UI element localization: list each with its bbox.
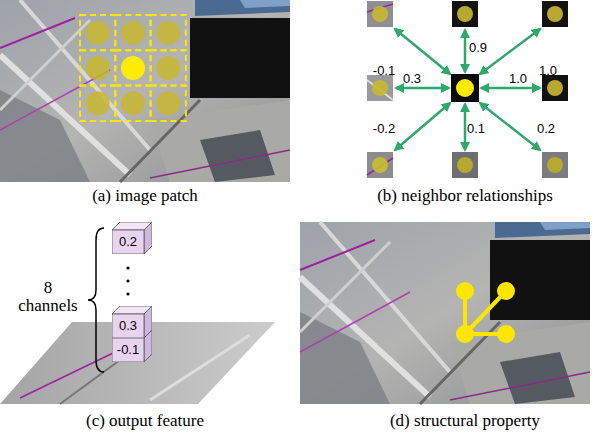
channel-value: 0.2: [112, 230, 144, 254]
patch-pixels: [86, 21, 181, 116]
panel-caption: (b) neighbor relationships: [377, 186, 553, 206]
feature-channel: 0.2: [112, 222, 152, 254]
channel-count: 8 channels: [16, 279, 80, 315]
patch-grid: [80, 15, 186, 121]
panel-caption: (d) structural property: [390, 411, 540, 431]
channel-value: 0.3: [112, 314, 144, 338]
weight-value: -0.1: [373, 63, 395, 78]
image-patch-photo: [0, 0, 290, 182]
channel-value: -0.1: [112, 338, 144, 362]
ellipsis-dots: [126, 266, 129, 295]
weight-value: 0.9: [469, 40, 487, 55]
panel-caption: (c) output feature: [86, 411, 204, 431]
center-pixel: [121, 56, 145, 80]
channel-brace: [88, 228, 104, 372]
relationship-arrows: [395, 29, 540, 150]
weight-value: -0.2: [373, 121, 395, 136]
weight-value: 1.0: [509, 71, 527, 86]
plane-texture: [20, 335, 250, 404]
weight-value: 0.2: [537, 121, 555, 136]
weight-value: 0.3: [403, 71, 421, 86]
feature-channel: 0.3: [112, 306, 152, 338]
weight-value: 0.1: [467, 121, 485, 136]
weight-value: 1.0: [539, 63, 557, 78]
structure-graph: [456, 282, 515, 343]
structure-photo: [300, 222, 590, 404]
neighbor-thumbnails: [367, 1, 568, 178]
panel-caption: (a) image patch: [92, 186, 198, 206]
